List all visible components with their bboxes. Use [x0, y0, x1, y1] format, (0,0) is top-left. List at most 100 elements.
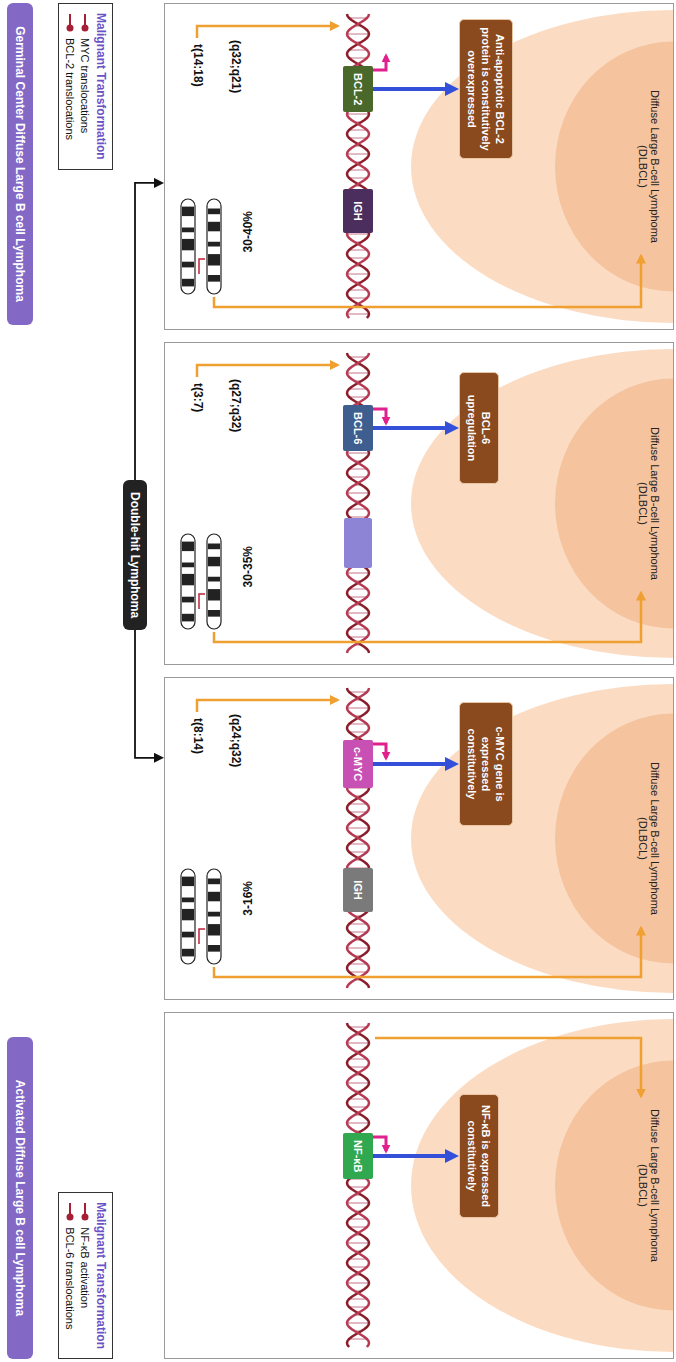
dna-rung — [349, 931, 367, 933]
dna-rung — [349, 289, 367, 291]
dna-rung — [349, 249, 367, 251]
outcome-box: c-MYC gene is expressed constitutively — [459, 702, 513, 826]
cell-membrane — [411, 10, 673, 323]
chromosome-band — [208, 242, 220, 247]
dna-rung — [347, 492, 369, 494]
gene-box-text: c-MYC — [352, 747, 364, 781]
outcome-box-text: NF-κB is expressed constitutively — [466, 1105, 492, 1207]
cell-text: Diffuse Large B-cell Lymphoma (DLBCL) — [637, 762, 661, 915]
dna-rung — [349, 1066, 367, 1068]
dna-rung — [349, 851, 367, 853]
lollipop-symbol — [65, 1202, 75, 1222]
outcome-box: NF-κB is expressed constitutively — [459, 1094, 499, 1218]
chromosome-body — [181, 199, 195, 294]
legend-text: BCL-6 translocations — [64, 1227, 76, 1329]
dna-rung — [349, 468, 367, 470]
gene-box: IGH — [343, 868, 373, 912]
dna-rung — [347, 273, 369, 275]
translocation-panel: t(14:18)(q32;q21)30-40%BCL-2IGHDiffuse L… — [164, 3, 674, 330]
dna-rung — [347, 1322, 369, 1324]
dna-strand — [347, 1023, 369, 1347]
dna-rung — [349, 1266, 367, 1268]
double-hit-connector — [135, 630, 154, 758]
chromosome-band — [208, 557, 220, 567]
legend-row: BCL-6 translocations — [64, 1202, 76, 1349]
cell-caption: Diffuse Large B-cell Lymphoma (DLBCL) — [637, 424, 661, 584]
chromosome-band — [182, 574, 194, 585]
chromosome-band — [182, 262, 194, 268]
dna-rung — [349, 169, 367, 171]
frequency-text: 30-35% — [241, 546, 255, 587]
gene-box: IGH — [343, 189, 373, 233]
dna-rung — [349, 731, 367, 733]
translocation-mark — [199, 929, 205, 944]
expression-arrow — [373, 87, 445, 91]
gene-box: BCL-6 — [343, 405, 373, 451]
translocation-label: (q24;q32) — [229, 714, 243, 767]
dna-strand — [347, 353, 369, 653]
lollipop-head — [82, 1214, 89, 1221]
gene-box: NF-κB — [343, 1133, 373, 1179]
chromosome-band — [182, 597, 194, 603]
chromosome-band — [182, 909, 194, 920]
chromosome-band — [208, 945, 220, 952]
dna-rung — [347, 1242, 369, 1244]
partner-gene-box — [344, 518, 372, 568]
chromosome-band — [208, 924, 220, 935]
outcome-box: BCL-6 upregulation — [459, 372, 499, 484]
cell-text: Diffuse Large B-cell Lymphoma (DLBCL) — [637, 427, 661, 580]
translocation-label: t(3:7) — [191, 383, 205, 412]
chromosome-body — [207, 869, 221, 964]
lollipop-symbol — [80, 1202, 90, 1222]
dna-rung — [349, 843, 367, 845]
chromosome-band — [182, 279, 194, 287]
translocation-panel: t(3:7)(q27;q32)30-35%BCL-6Diffuse Large … — [164, 342, 674, 665]
cell-caption: Diffuse Large B-cell Lymphoma (DLBCL) — [637, 87, 661, 247]
double-hit-label-text: Double-hit Lymphoma — [128, 492, 142, 618]
gene-box: BCL-2 — [343, 66, 373, 112]
expression-arrow — [373, 426, 445, 430]
double-hit-label: Double-hit Lymphoma — [123, 480, 147, 630]
subtype-header: Germinal Center Diffuse Large B cell Lym… — [7, 3, 33, 325]
chromosome-band — [208, 544, 220, 550]
chromosome-band — [208, 589, 220, 600]
lollipop-head — [67, 1214, 74, 1221]
frequency-text: 30-40% — [241, 211, 255, 252]
outcome-box-text: BCL-6 upregulation — [466, 395, 492, 462]
gene-box-text: IGH — [352, 880, 364, 900]
lollipop-stick — [69, 1203, 71, 1215]
translocation-panel: t(8:14) (q24;q32) 3-16% c-MYC IGH Diffuse Lar… — [164, 677, 674, 1000]
dna-rung — [349, 803, 367, 805]
dna-rung — [349, 691, 367, 693]
dna-rung — [349, 1026, 367, 1028]
translocation-label: t(8:14) — [191, 718, 205, 754]
dna-rung — [349, 476, 367, 478]
cell-nucleus — [555, 42, 673, 292]
chromosome-band — [208, 275, 220, 282]
dna-rung — [349, 297, 367, 299]
promoter-arrow — [373, 1137, 386, 1151]
dna-strand — [347, 14, 369, 318]
dna-rung — [347, 33, 369, 35]
chromosome-band — [182, 542, 194, 552]
dna-rung — [347, 1202, 369, 1204]
cell-membrane — [411, 349, 673, 658]
frequency-label: 3-16% — [241, 881, 255, 916]
dna-rung — [349, 508, 367, 510]
dna-rung — [349, 49, 367, 51]
chromosome-band — [182, 898, 194, 903]
dna-rung — [349, 588, 367, 590]
dna-rung — [349, 723, 367, 725]
outcome-box-text: Anti-apoptotic BCL-2 protein is constitu… — [466, 27, 506, 150]
chromosome-body — [207, 534, 221, 629]
orange-arrow — [197, 700, 337, 712]
chromosome-band — [208, 222, 220, 232]
dna-rung — [349, 388, 367, 390]
dna-rung — [347, 572, 369, 574]
chromosome-band — [182, 932, 194, 938]
dna-rung — [349, 923, 367, 925]
translocation-text: t(8:14) — [191, 718, 205, 754]
chromosome-body — [207, 199, 221, 294]
dna-rung — [349, 1218, 367, 1220]
